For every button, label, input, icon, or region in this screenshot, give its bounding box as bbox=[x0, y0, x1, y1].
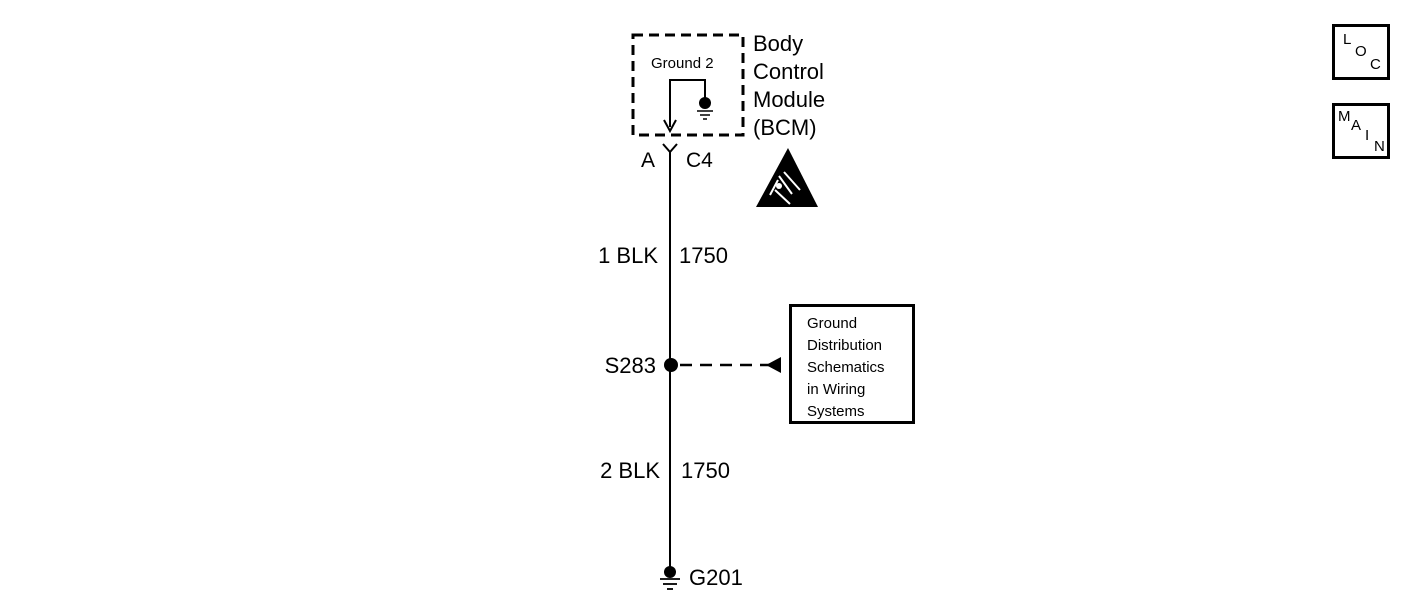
bcm-name-line-2: Control bbox=[753, 59, 824, 84]
reference-line-3: Schematics bbox=[807, 359, 885, 376]
wire-1-circuit-number: 1750 bbox=[679, 243, 728, 268]
main-letter-n: N bbox=[1374, 138, 1385, 155]
loc-letter-c: C bbox=[1370, 56, 1381, 73]
connector-label: C4 bbox=[686, 149, 713, 172]
internal-ground-path bbox=[669, 79, 706, 127]
reference-line-4: in Wiring bbox=[807, 381, 866, 398]
main-button[interactable]: M A I N bbox=[1332, 103, 1390, 159]
pin-label: A bbox=[641, 149, 655, 172]
reference-line-2: Distribution bbox=[807, 337, 883, 354]
bcm-name-line-3: Module bbox=[753, 87, 825, 112]
internal-ground-dot bbox=[699, 97, 711, 109]
bcm-module-outline bbox=[631, 33, 745, 137]
internal-ground-label: Ground 2 bbox=[651, 55, 714, 72]
splice-dot bbox=[664, 358, 678, 372]
esd-warning-icon bbox=[756, 148, 818, 207]
ground-dot bbox=[664, 566, 676, 578]
ground-symbol-icon bbox=[660, 578, 680, 590]
main-letter-m: M bbox=[1338, 108, 1351, 125]
bcm-name: Body Control Module (BCM) bbox=[753, 31, 831, 140]
bcm-name-line-4: (BCM) bbox=[753, 115, 817, 140]
loc-letter-o: O bbox=[1355, 43, 1367, 60]
reference-line-1: Ground bbox=[807, 315, 858, 332]
connector-pin-icon bbox=[662, 143, 678, 154]
main-letter-a: A bbox=[1351, 117, 1362, 134]
reference-line-5: Systems bbox=[807, 403, 865, 420]
loc-letter-l: L bbox=[1343, 31, 1352, 48]
splice-label: S283 bbox=[605, 353, 656, 378]
wire-1-label: 1 BLK bbox=[598, 243, 658, 268]
ground-label: G201 bbox=[689, 565, 743, 590]
loc-button[interactable]: L O C bbox=[1332, 24, 1390, 80]
internal-arrow-icon bbox=[663, 119, 677, 134]
reference-arrow-icon bbox=[766, 357, 781, 373]
main-letter-i: I bbox=[1365, 127, 1370, 144]
wire-2-label: 2 BLK bbox=[600, 458, 660, 483]
bcm-name-line-1: Body bbox=[753, 31, 803, 56]
internal-ground-icon bbox=[697, 110, 713, 120]
ground-distribution-reference[interactable]: Ground Distribution Schematics in Wiring… bbox=[789, 304, 915, 424]
wire-2-circuit-number: 1750 bbox=[681, 458, 730, 483]
